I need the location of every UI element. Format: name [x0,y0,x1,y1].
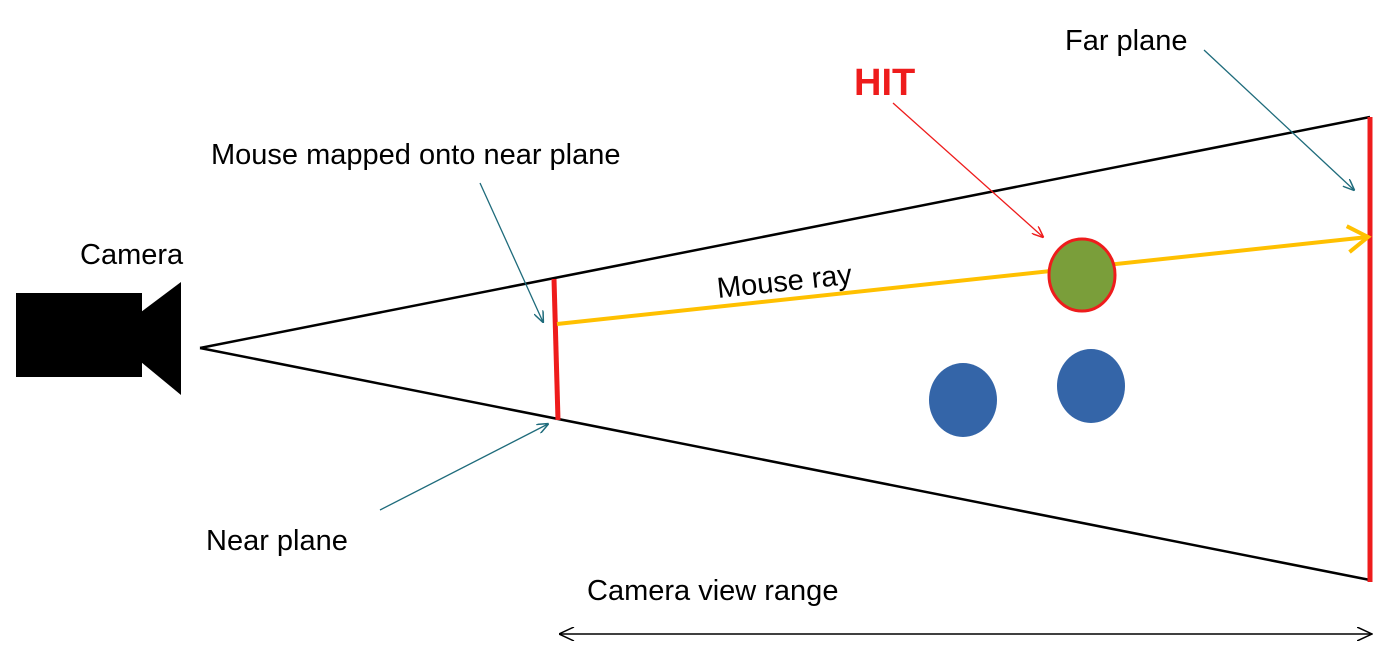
near-plane-label: Near plane [206,525,348,557]
camera-label: Camera [80,239,184,271]
hit-pointer-arrow [892,102,1043,237]
hit-object [1047,237,1117,313]
frustum-top-edge [199,115,1371,350]
far-plane-label: Far plane [1065,25,1188,57]
video-camera-icon [16,282,181,395]
frustum-bottom-edge [199,346,1371,582]
near-plane [551,278,561,421]
hit-label: HIT [854,62,915,104]
near-plane-pointer-arrow [379,424,548,511]
mouse-ray [556,224,1372,326]
object [929,363,997,437]
far-plane-pointer-arrow [1203,49,1354,190]
near-mapped-pointer-arrow [479,182,543,322]
near-mapped-label: Mouse mapped onto near plane [211,139,621,171]
object [1057,349,1125,423]
view-range-label: Camera view range [587,575,838,607]
